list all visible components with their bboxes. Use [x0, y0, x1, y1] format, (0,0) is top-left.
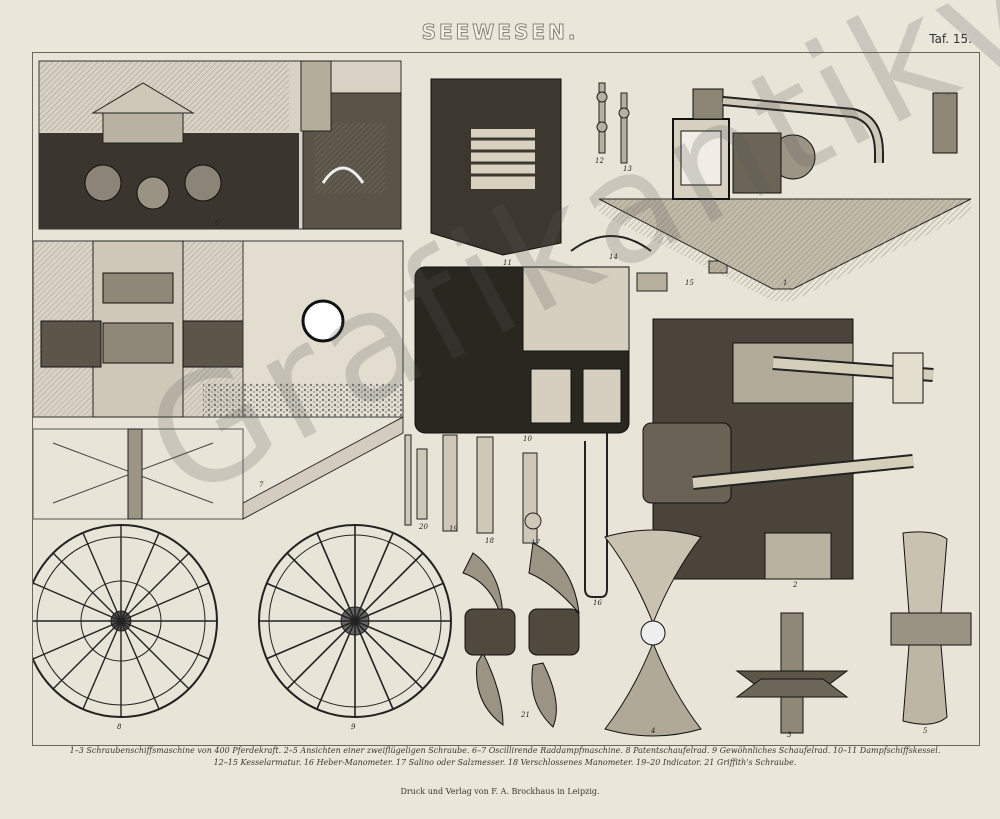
figure-16-20-gauges [404, 433, 608, 598]
svg-text:2: 2 [792, 581, 798, 589]
figure-4-two-bladed-screw [604, 529, 702, 737]
svg-text:20: 20 [418, 523, 428, 531]
caption-line-2: 12–15 Kesselarmatur. 16 Heber-Manometer.… [213, 758, 797, 767]
plate-number: Taf. 15. [929, 32, 972, 46]
svg-text:15: 15 [685, 279, 694, 287]
svg-text:1: 1 [783, 279, 787, 287]
svg-text:4: 4 [650, 727, 655, 735]
engraving-illustration: 6 7 [33, 60, 972, 739]
plate-title: SEEWESEN. [421, 20, 579, 45]
publisher-imprint: Druck und Verlag von F. A. Brockhaus in … [400, 787, 600, 796]
figure-8-patent-paddle-wheel [33, 524, 218, 718]
svg-text:21: 21 [520, 711, 530, 719]
figure-1-screw-engine: 1 [598, 88, 972, 301]
figure-5-screw-blade [890, 531, 972, 725]
svg-text:19: 19 [449, 525, 458, 533]
figure-3-screw-shaft [735, 612, 849, 734]
svg-text:13: 13 [623, 165, 632, 173]
svg-text:9: 9 [351, 723, 356, 731]
figure-10-boiler-front: 10 [414, 266, 630, 443]
figure-21-griffith-screw [462, 542, 580, 728]
engraving-plate: 6 7 [32, 52, 980, 746]
svg-text:12: 12 [595, 157, 604, 165]
svg-text:11: 11 [503, 259, 512, 267]
svg-text:10: 10 [523, 435, 532, 443]
caption-line-1: 1–3 Schraubenschiffsmaschine von 400 Pfe… [69, 746, 941, 755]
svg-text:16: 16 [593, 599, 602, 607]
svg-text:17: 17 [531, 539, 540, 547]
svg-text:5: 5 [923, 727, 928, 735]
figure-2-screw-engine-side: 2 [642, 318, 934, 589]
svg-text:6: 6 [215, 219, 220, 227]
svg-text:18: 18 [485, 537, 494, 545]
svg-text:8: 8 [117, 723, 122, 731]
svg-text:14: 14 [609, 253, 618, 261]
svg-text:7: 7 [259, 481, 264, 489]
figure-9-paddle-wheel [258, 524, 452, 718]
figure-11-boiler-section: 11 [430, 78, 562, 267]
figure-7-paddle-engine: 7 [33, 240, 404, 520]
figure-6-oscillating-engine: 6 [38, 60, 402, 230]
svg-text:3: 3 [787, 731, 792, 739]
